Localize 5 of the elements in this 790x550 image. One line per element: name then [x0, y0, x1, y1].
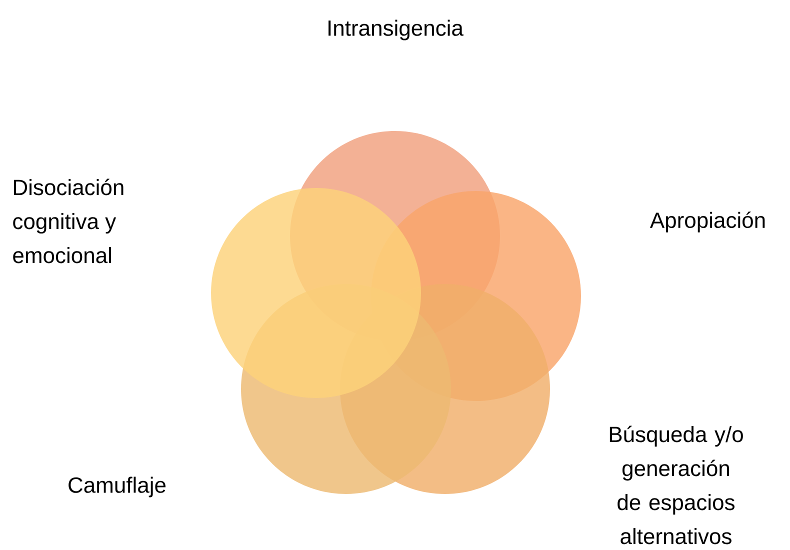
circle-label: Disociación cognitiva y emocional	[13, 178, 124, 264]
circle-label: Intransigencia	[328, 20, 464, 40]
circle-label: Búsqueda y/o generación de espacios alternativos	[610, 426, 743, 544]
circle-label: Camuflaje	[68, 476, 166, 498]
circle-label: Apropiación	[650, 212, 765, 232]
